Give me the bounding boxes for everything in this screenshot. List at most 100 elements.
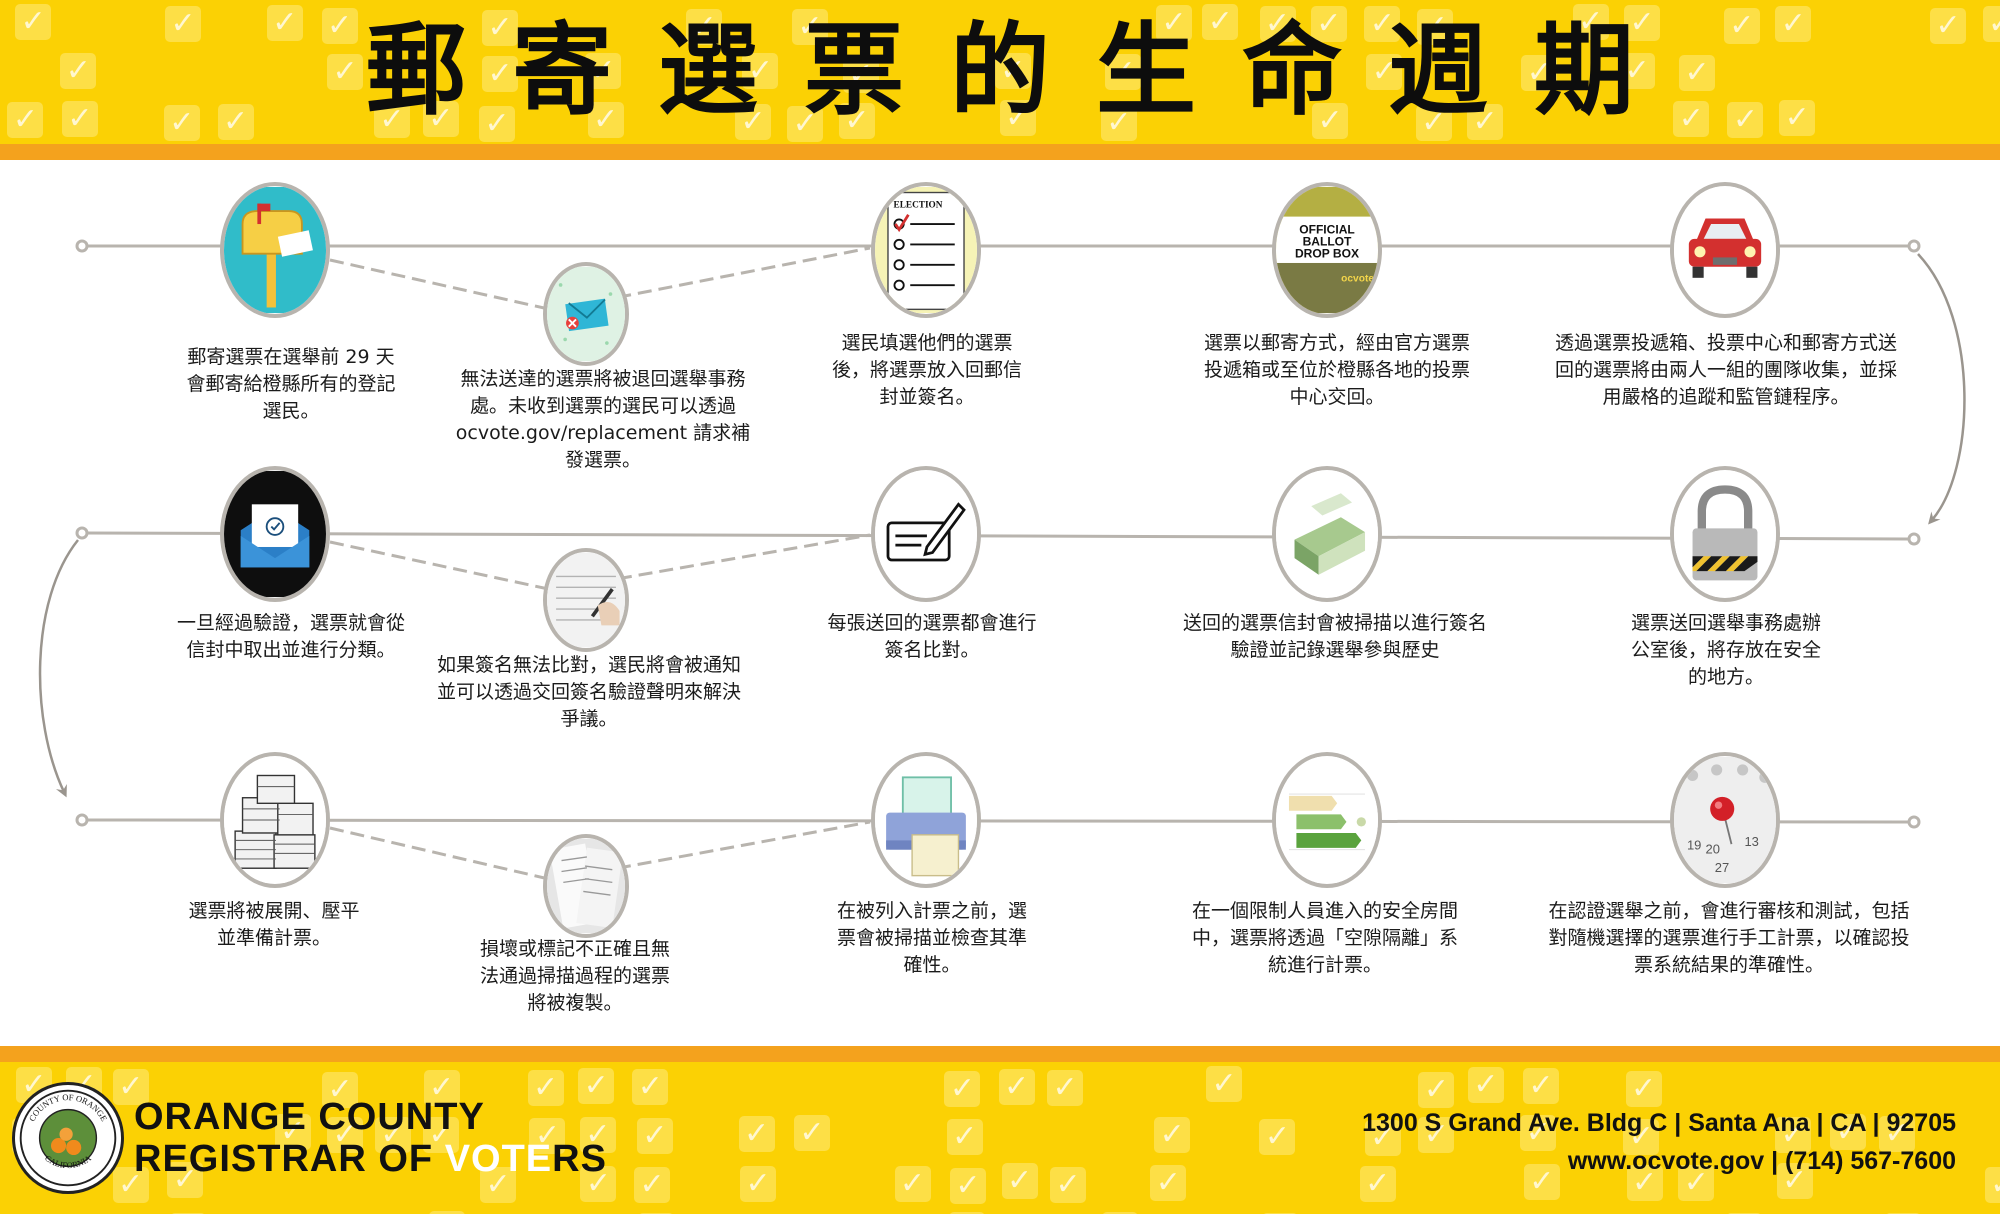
checkmark-icon: ✓ bbox=[266, 5, 303, 42]
step-caption-9: 如果簽名無法比對，選民將會被通知並可以透過交回簽名驗證聲明來解決爭議。 bbox=[436, 654, 741, 730]
checkmark-icon: ✓ bbox=[1417, 9, 1454, 46]
step-caption-1: 郵寄選票在選舉前 29 天會郵寄給橙縣所有的登記選民。 bbox=[186, 346, 396, 422]
checkmark-icon: ✓ bbox=[327, 1117, 364, 1154]
contact-info: 1300 S Grand Ave. Bldg C | Santa Ana | C… bbox=[1362, 1104, 1956, 1180]
svg-text:BALLOT: BALLOT bbox=[1303, 234, 1352, 248]
checkmark-icon: ✓ bbox=[950, 1167, 986, 1204]
checkmark-icon: ✓ bbox=[1625, 1070, 1662, 1107]
svg-text:27: 27 bbox=[1715, 860, 1729, 875]
checkmark-icon: ✓ bbox=[1930, 8, 1967, 45]
page-title: 郵寄選票的生命週期 bbox=[366, 12, 1680, 129]
checkmark-icon: ✓ bbox=[217, 104, 254, 141]
checkmark-icon: ✓ bbox=[1259, 6, 1296, 43]
checkmark-icon: ✓ bbox=[1364, 6, 1401, 43]
checkmark-icon: ✓ bbox=[1364, 1119, 1401, 1156]
checkmark-icon: ✓ bbox=[1105, 54, 1142, 91]
checkmark-icon: ✓ bbox=[587, 101, 624, 138]
checkmark-icon: ✓ bbox=[1001, 1162, 1038, 1199]
branch-row-2 bbox=[329, 533, 871, 592]
checkmark-icon: ✓ bbox=[1619, 52, 1656, 89]
drop-box-label: OFFICIAL bbox=[1299, 222, 1355, 236]
drop-box-sublabel: ocvote bbox=[1341, 274, 1374, 285]
checkmark-icon: ✓ bbox=[999, 100, 1036, 137]
header-stripe bbox=[0, 144, 2000, 160]
branch-row-1 bbox=[329, 246, 871, 312]
checkmark-icon: ✓ bbox=[1572, 4, 1609, 40]
checkmark-icon: ✓ bbox=[482, 9, 519, 46]
footer-stripe bbox=[0, 1046, 2000, 1062]
address-text: 1300 S Grand Ave. Bldg C | Santa Ana | C… bbox=[1362, 1109, 1956, 1137]
svg-text:20: 20 bbox=[1706, 841, 1720, 856]
checkmark-icon: ✓ bbox=[578, 1068, 615, 1105]
checkmark-icon: ✓ bbox=[686, 8, 723, 45]
checkmark-icon: ✓ bbox=[375, 1117, 411, 1154]
checkmark-icon: ✓ bbox=[1520, 1114, 1557, 1151]
checkmark-icon: ✓ bbox=[1050, 1166, 1087, 1203]
step-caption-6: 選票送回選舉事務處辦公室後，將存放在安全的地方。 bbox=[1630, 612, 1821, 688]
checkmark-icon: ✓ bbox=[1984, 1166, 2000, 1203]
checkmark-icon: ✓ bbox=[636, 1117, 673, 1154]
checkmark-icon: ✓ bbox=[894, 1166, 931, 1203]
checkmark-icon: ✓ bbox=[61, 101, 98, 138]
checkmark-icon: ✓ bbox=[1727, 102, 1764, 139]
checkmark-icon: ✓ bbox=[7, 102, 44, 139]
checkmark-icon: ✓ bbox=[1779, 100, 1816, 137]
checkmark-icon: ✓ bbox=[423, 1069, 460, 1106]
timeline-row-3 bbox=[83, 818, 1913, 824]
checkmark-icon: ✓ bbox=[167, 1162, 204, 1199]
step-caption-10: 一旦經過驗證，選票就會從信封中取出並進行分類。 bbox=[176, 612, 405, 661]
checkmark-icon: ✓ bbox=[994, 52, 1031, 89]
checkmark-icon: ✓ bbox=[422, 101, 459, 138]
step-caption-11: 選票將被展開、壓平並準備計票。 bbox=[188, 900, 360, 949]
checkmark-icon: ✓ bbox=[579, 1116, 616, 1153]
padlock-icon bbox=[1670, 466, 1780, 602]
checkmark-icon: ✓ bbox=[735, 103, 772, 140]
org-name-line-1: ORANGE COUNTY bbox=[134, 1096, 485, 1138]
checkmark-icon: ✓ bbox=[374, 102, 410, 139]
checkmark-icon: ✓ bbox=[1723, 8, 1760, 45]
checkmark-pattern: ✓✓✓✓✓✓✓✓✓✓✓✓✓✓✓✓✓✓✓✓✓✓✓✓✓✓✓✓✓✓✓✓✓✓✓✓✓✓✓✓… bbox=[0, 0, 2000, 144]
checkmark-icon: ✓ bbox=[1673, 100, 1710, 137]
checkmark-icon: ✓ bbox=[15, 4, 52, 41]
checkmark-icon: ✓ bbox=[527, 1069, 564, 1106]
svg-text:19: 19 bbox=[1687, 838, 1701, 853]
checkmark-icon: ✓ bbox=[327, 53, 364, 90]
step-caption-2: 無法送達的選票將被退回選舉事務處。未收到選票的選民可以透過 ocvote.gov… bbox=[455, 368, 751, 471]
checkmark-icon: ✓ bbox=[1366, 54, 1403, 91]
checkmark-icon: ✓ bbox=[165, 5, 202, 42]
checkmark-icon: ✓ bbox=[584, 53, 621, 90]
ballot-label: ELECTION bbox=[894, 200, 943, 210]
checkmark-icon: ✓ bbox=[838, 102, 875, 139]
checkmark-icon: ✓ bbox=[1830, 1114, 1867, 1151]
step-caption-12: 損壞或標記不正確且無法通過掃描過程的選票將被複製。 bbox=[479, 938, 670, 1014]
checkmark-icon: ✓ bbox=[60, 52, 97, 89]
checkmark-icon: ✓ bbox=[842, 56, 879, 93]
connector-curve-right bbox=[1917, 253, 1966, 525]
checkmark-icon: ✓ bbox=[740, 1166, 777, 1203]
checkmark-icon: ✓ bbox=[1102, 1211, 1139, 1214]
checkmark-icon: ✓ bbox=[1679, 54, 1716, 91]
checkmark-icon: ✓ bbox=[112, 1166, 149, 1203]
checkmark-icon: ✓ bbox=[1100, 105, 1137, 142]
step-caption-5: 透過選票投遞箱、投票中心和郵寄方式送回的選票將由兩人一組的團隊收集，並採用嚴格的… bbox=[1554, 332, 1897, 408]
open-envelope-icon bbox=[220, 466, 330, 602]
checkmark-icon: ✓ bbox=[946, 1119, 983, 1156]
checkmark-icon: ✓ bbox=[580, 1165, 617, 1202]
checkmark-icon: ✓ bbox=[638, 1212, 675, 1214]
checkmark-icon: ✓ bbox=[322, 1071, 359, 1108]
county-seal-icon: COUNTY OF ORANGE CALIFORNIA bbox=[12, 1082, 124, 1194]
checkmark-icon: ✓ bbox=[1467, 1067, 1504, 1104]
checkmark-icon: ✓ bbox=[1623, 1118, 1660, 1155]
checkmark-icon: ✓ bbox=[1047, 1070, 1084, 1107]
checkmark-icon: ✓ bbox=[321, 7, 358, 44]
checkmark-icon: ✓ bbox=[1150, 1164, 1187, 1201]
checkmark-icon: ✓ bbox=[1202, 4, 1239, 41]
checkmark-icon: ✓ bbox=[1879, 1115, 1916, 1152]
checkmark-icon: ✓ bbox=[634, 1166, 671, 1203]
step-caption-7: 送回的選票信封會被掃描以進行簽名驗證並記錄選舉參與歷史 bbox=[1182, 612, 1487, 661]
checkmark-icon: ✓ bbox=[112, 1068, 149, 1105]
checkmark-icon: ✓ bbox=[479, 105, 516, 142]
connector-curve-left bbox=[38, 539, 79, 798]
checkmark-icon: ✓ bbox=[1521, 54, 1558, 91]
